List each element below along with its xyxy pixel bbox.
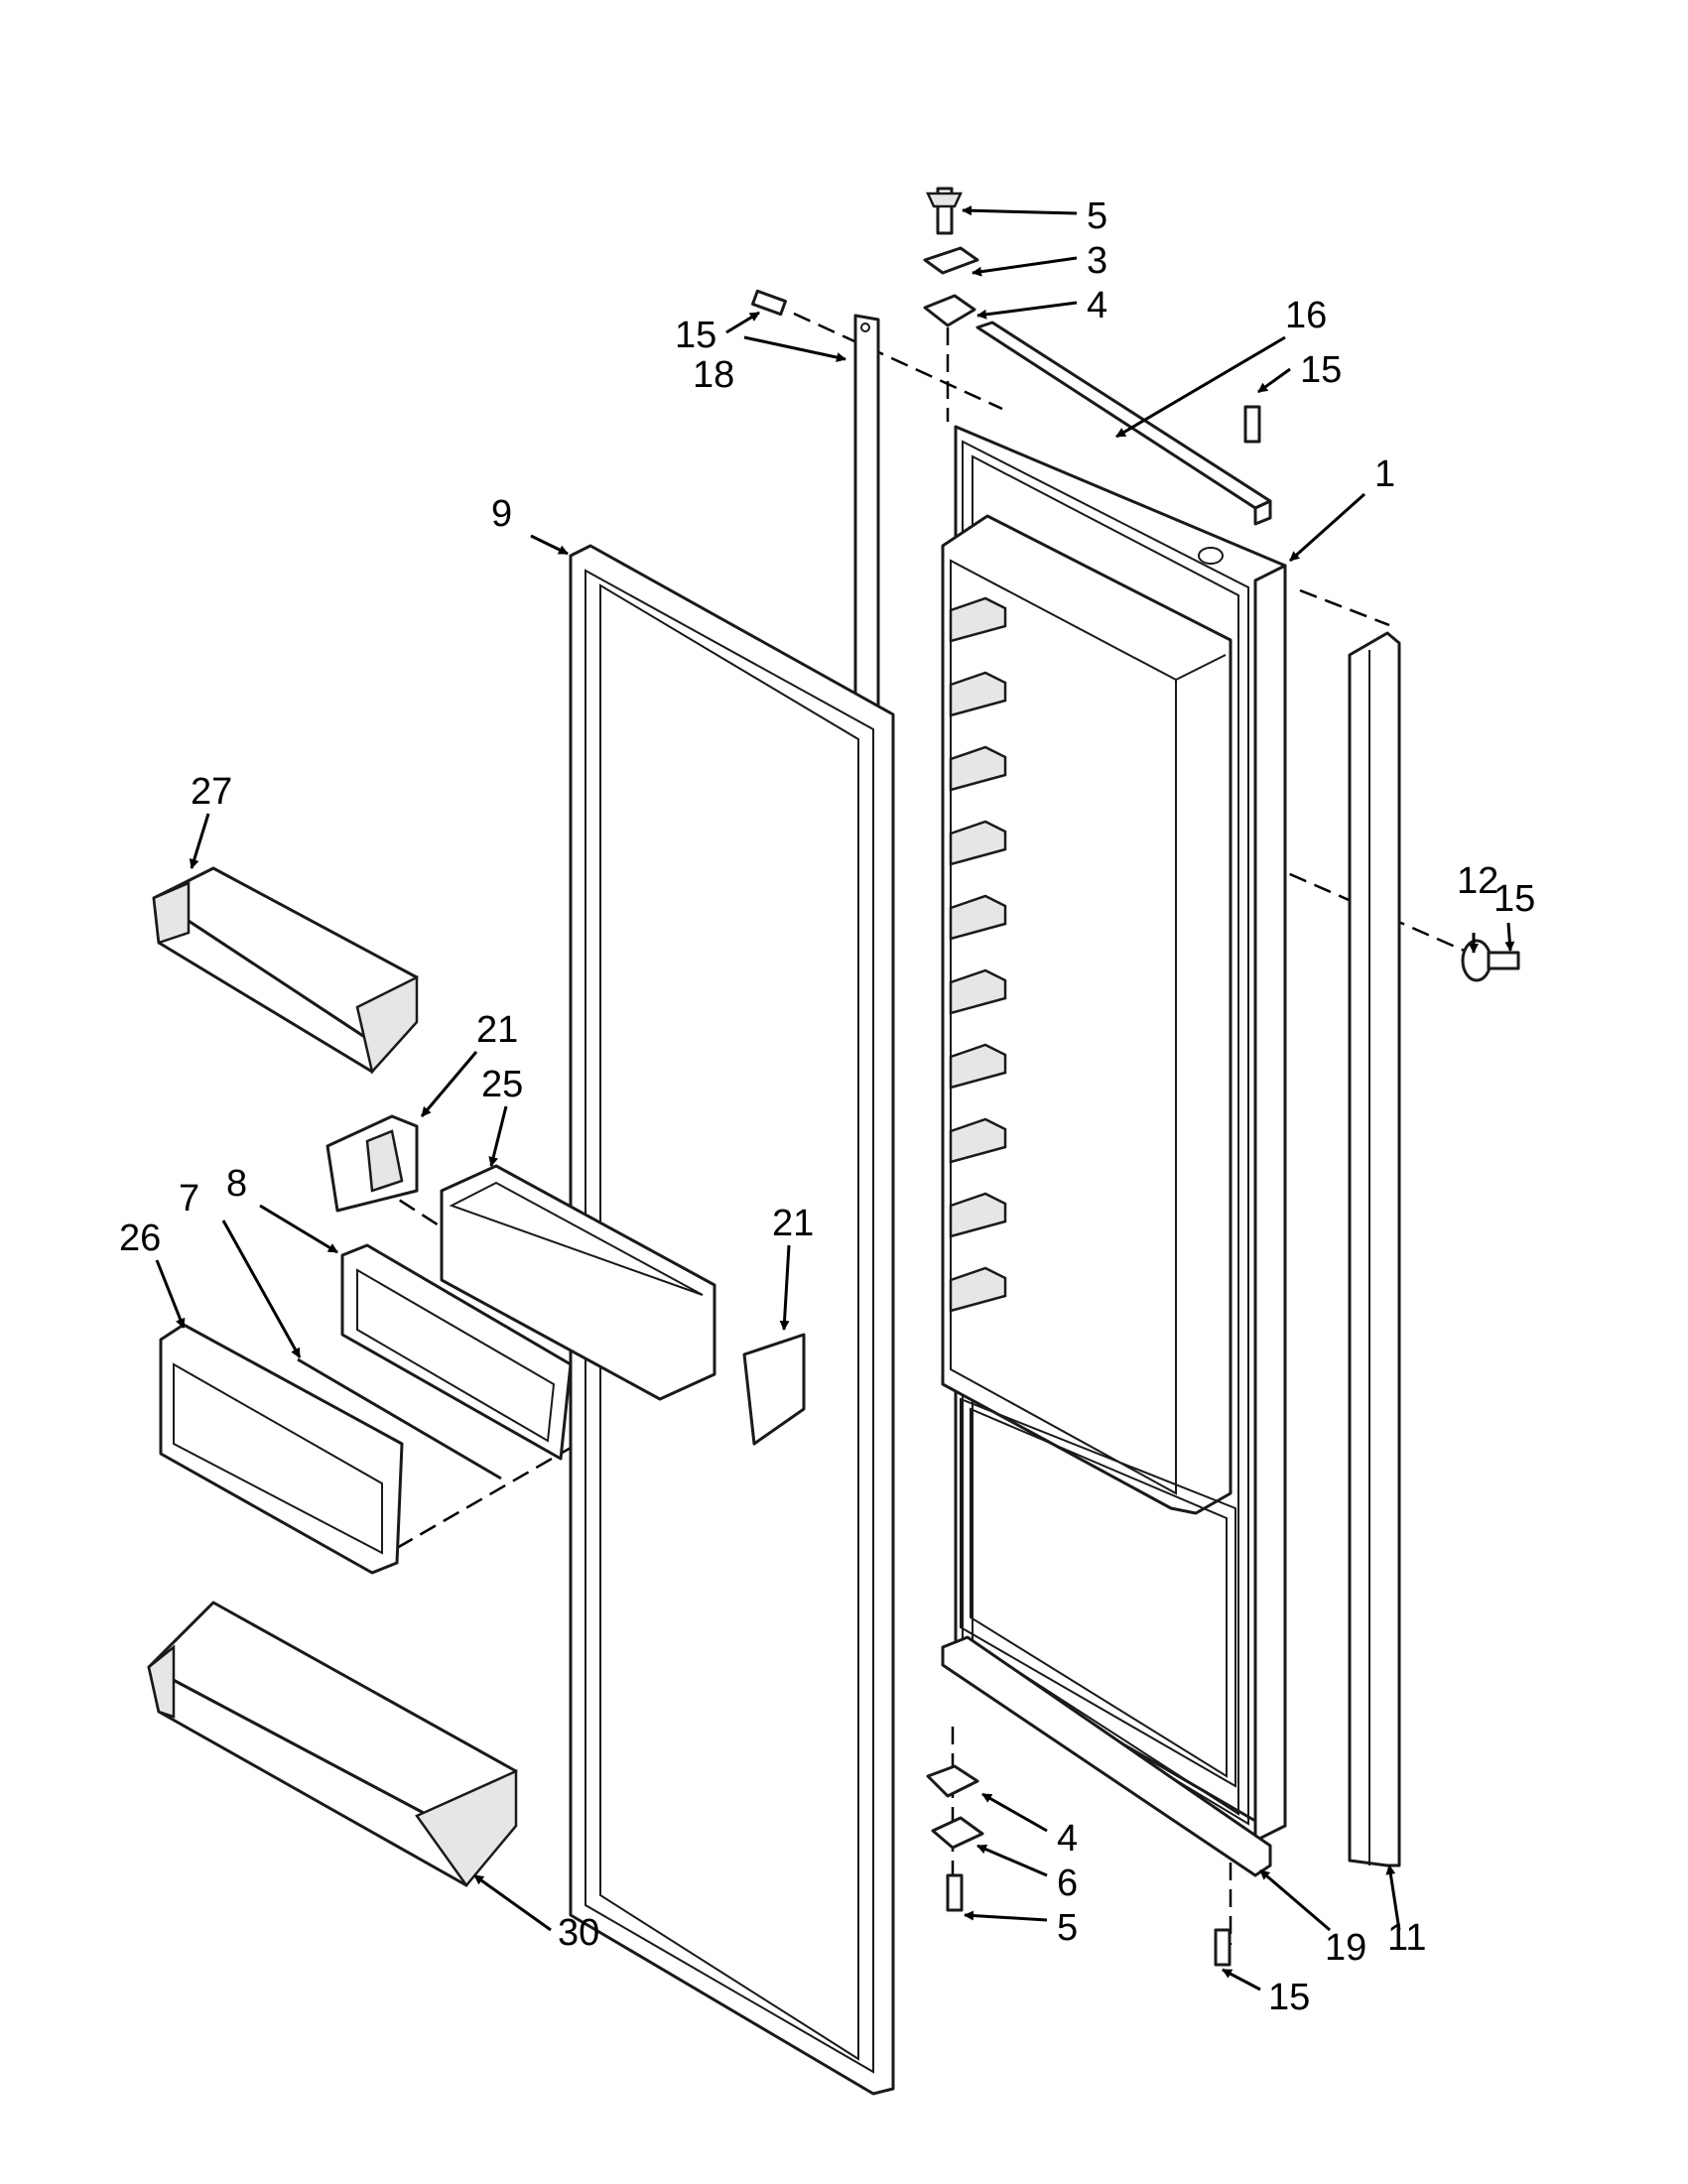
- callout-27: 27: [191, 771, 232, 813]
- door-assembly: [941, 425, 1287, 1843]
- callout-21-upper: 21: [476, 1009, 518, 1051]
- callout-15-top-right: 15: [1300, 349, 1342, 391]
- callout-labels: 5 3 4 16 15 1 15 18 9 27 21 25 21 8 7 26…: [119, 195, 1535, 2018]
- window-frame: [340, 1243, 573, 1461]
- callout-12: 12: [1457, 860, 1498, 902]
- callout-30: 30: [558, 1912, 599, 1954]
- callout-11: 11: [1387, 1917, 1426, 1959]
- door-gasket: [569, 544, 895, 2096]
- hinge-rod: [297, 1357, 502, 1480]
- top-hinge: [923, 187, 979, 327]
- callout-18: 18: [693, 354, 734, 396]
- door-bin-30: [147, 1601, 518, 1888]
- callout-1: 1: [1374, 453, 1395, 495]
- callout-6: 6: [1057, 1863, 1078, 1904]
- callout-3: 3: [1087, 240, 1107, 282]
- top-trim-strip: [975, 321, 1272, 526]
- leader-arrows: [155, 205, 1515, 1991]
- callout-5-bottom: 5: [1057, 1907, 1078, 1949]
- bottom-hinge: [926, 1635, 1272, 1877]
- assembly-dash-lines: [376, 312, 1470, 1945]
- callout-19: 19: [1325, 1927, 1366, 1969]
- callout-8: 8: [226, 1163, 247, 1205]
- callout-15-right: 15: [1493, 878, 1535, 920]
- callout-25: 25: [481, 1064, 523, 1105]
- callout-7: 7: [179, 1178, 199, 1220]
- side-trim-right: [1348, 631, 1401, 1867]
- door-bin-27: [152, 866, 419, 1075]
- callout-4-bottom: 4: [1057, 1818, 1078, 1860]
- callout-5-top: 5: [1087, 195, 1107, 237]
- compartment-door: [159, 1323, 404, 1575]
- callout-9: 9: [491, 493, 512, 535]
- callout-21-lower: 21: [772, 1203, 814, 1244]
- callout-4-top: 4: [1087, 285, 1107, 326]
- endcap-lower: [742, 1333, 806, 1446]
- callout-15-top-left: 15: [675, 315, 716, 356]
- callout-16: 16: [1285, 295, 1327, 336]
- callout-26: 26: [119, 1218, 161, 1259]
- door-shelf-hooks: [949, 596, 1007, 1313]
- callout-15-bottom: 15: [1268, 1977, 1310, 2018]
- endcap-upper: [325, 1114, 419, 1213]
